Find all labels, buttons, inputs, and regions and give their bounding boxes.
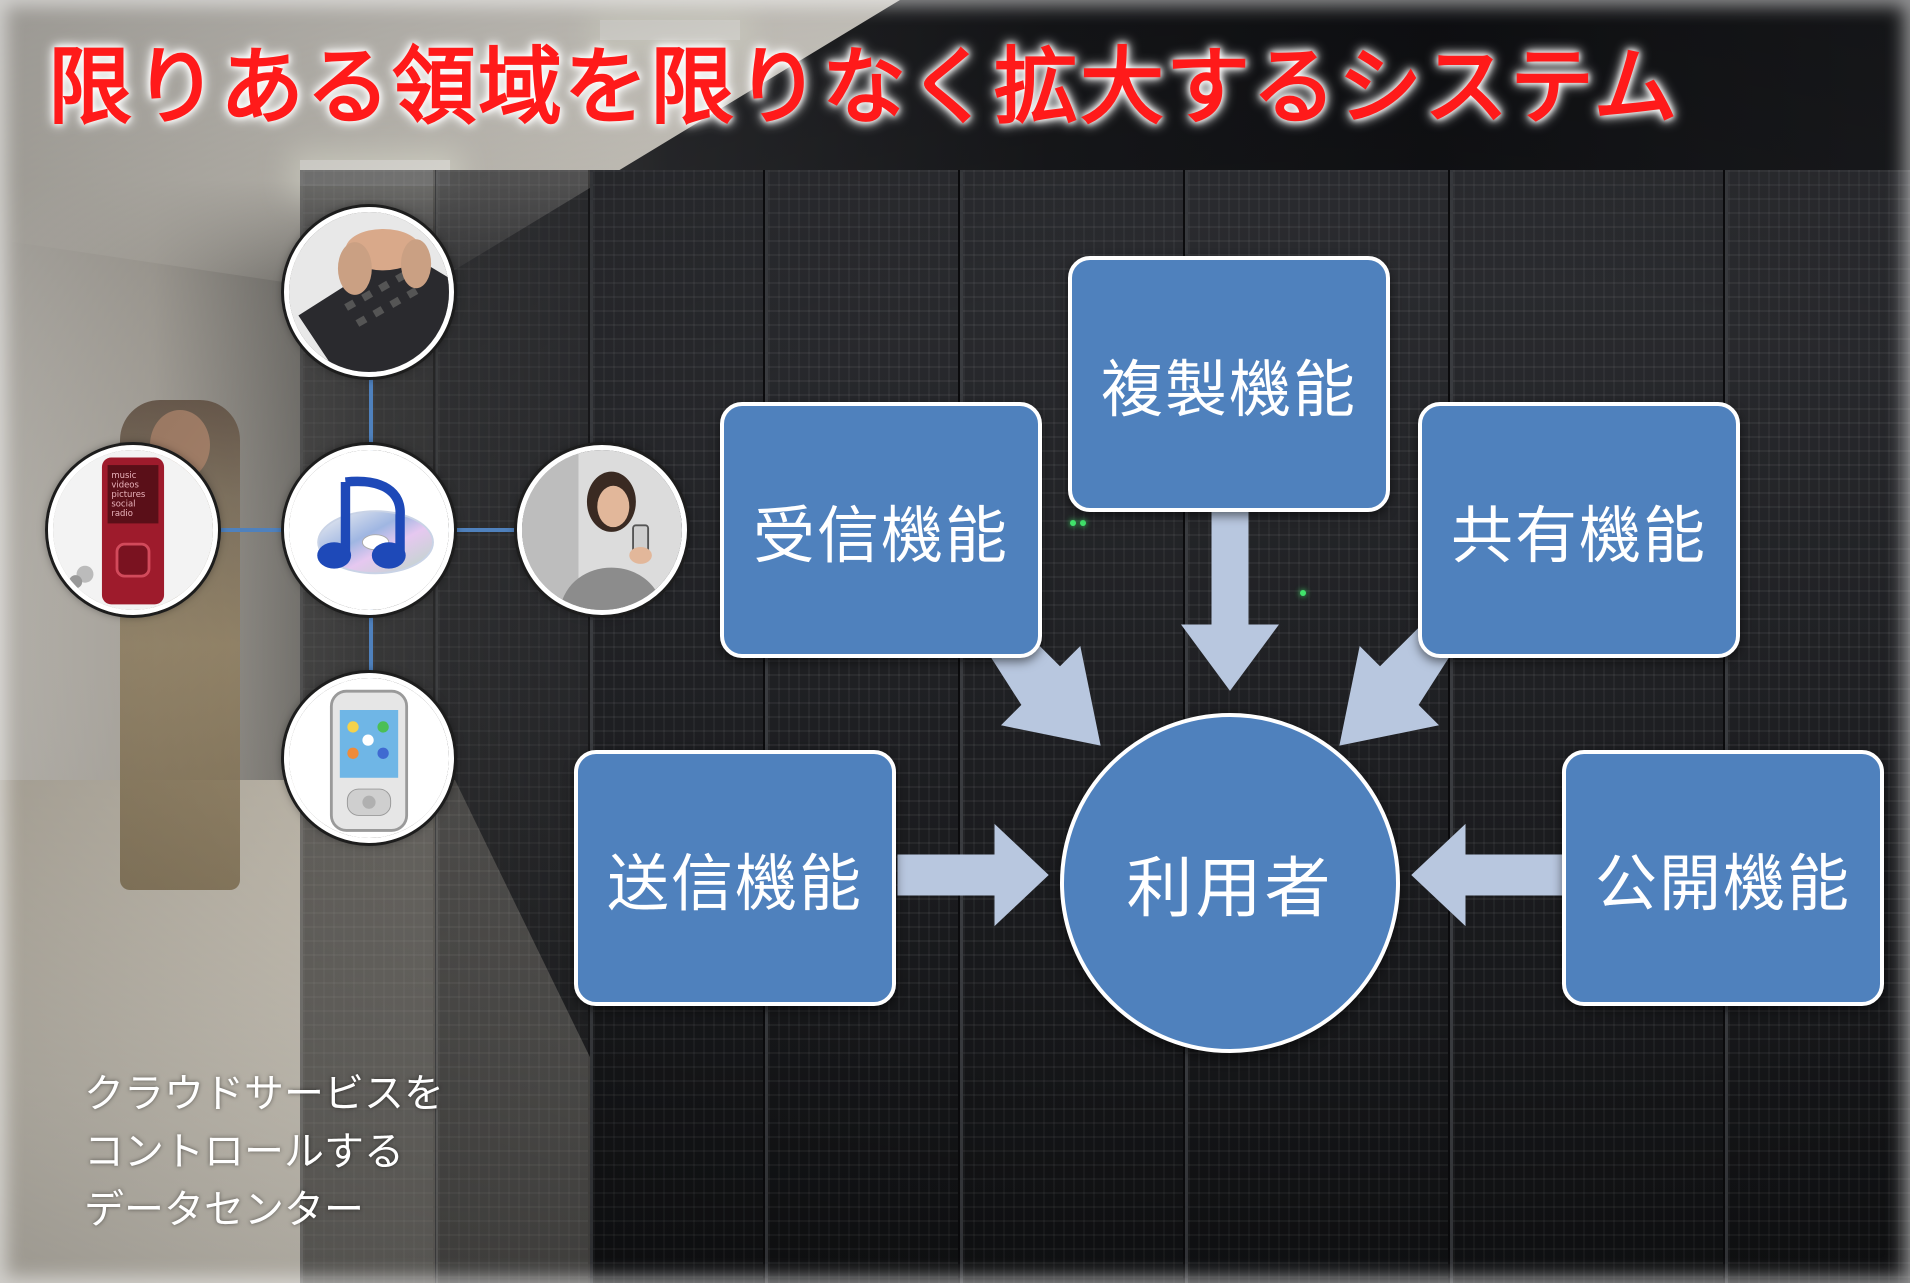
publish-function-box: 公開機能 (1562, 750, 1884, 1006)
server-rack (765, 170, 961, 1283)
music-player-screen-line: videos (111, 480, 139, 490)
status-led (1070, 520, 1076, 526)
smartphone-device (284, 673, 454, 843)
music-player-screen-line: radio (111, 508, 133, 518)
replicate-function-box: 複製機能 (1068, 256, 1390, 512)
replicate-function-label: 複製機能 (1100, 353, 1357, 426)
share-function-box: 共有機能 (1418, 402, 1740, 658)
smartphone-icon (289, 678, 449, 838)
caption-line: コントロールする (84, 1129, 404, 1175)
datacenter-caption: クラウドサービスを コントロールする データセンター (84, 1065, 504, 1239)
server-rack (590, 170, 766, 1283)
music-player-icon: music videos pictures social radio (53, 450, 213, 610)
page-title: 限りある領域を限りなく拡大するシステム (48, 38, 1680, 136)
server-rack (1450, 170, 1726, 1283)
woman-with-phone-icon (522, 450, 682, 610)
keyboard-device (284, 207, 454, 377)
server-rack (435, 170, 591, 1283)
send-function-label: 送信機能 (606, 847, 863, 920)
ceiling-light (600, 20, 740, 40)
music-cd-icon (289, 450, 449, 610)
user-node: 利用者 (1060, 713, 1400, 1053)
music-player-screen-line: social (111, 498, 135, 508)
share-function-label: 共有機能 (1450, 499, 1707, 572)
music-player-screen-line: music (111, 470, 136, 480)
music-player-screen-line: pictures (111, 489, 145, 499)
music-player-device: music videos pictures social radio (48, 445, 218, 615)
status-led (1300, 590, 1306, 596)
receive-function-box: 受信機能 (720, 402, 1042, 658)
status-led (1080, 520, 1086, 526)
keyboard-icon (289, 212, 449, 372)
mobile-user-device (517, 445, 687, 615)
user-node-label: 利用者 (1126, 850, 1334, 927)
send-function-box: 送信機能 (574, 750, 896, 1006)
publish-function-label: 公開機能 (1594, 847, 1851, 920)
receive-function-label: 受信機能 (752, 499, 1009, 572)
caption-line: データセンター (84, 1187, 364, 1233)
music-cd-device (284, 445, 454, 615)
caption-line: クラウドサービスを (84, 1071, 444, 1117)
server-rack (1725, 170, 1910, 1283)
